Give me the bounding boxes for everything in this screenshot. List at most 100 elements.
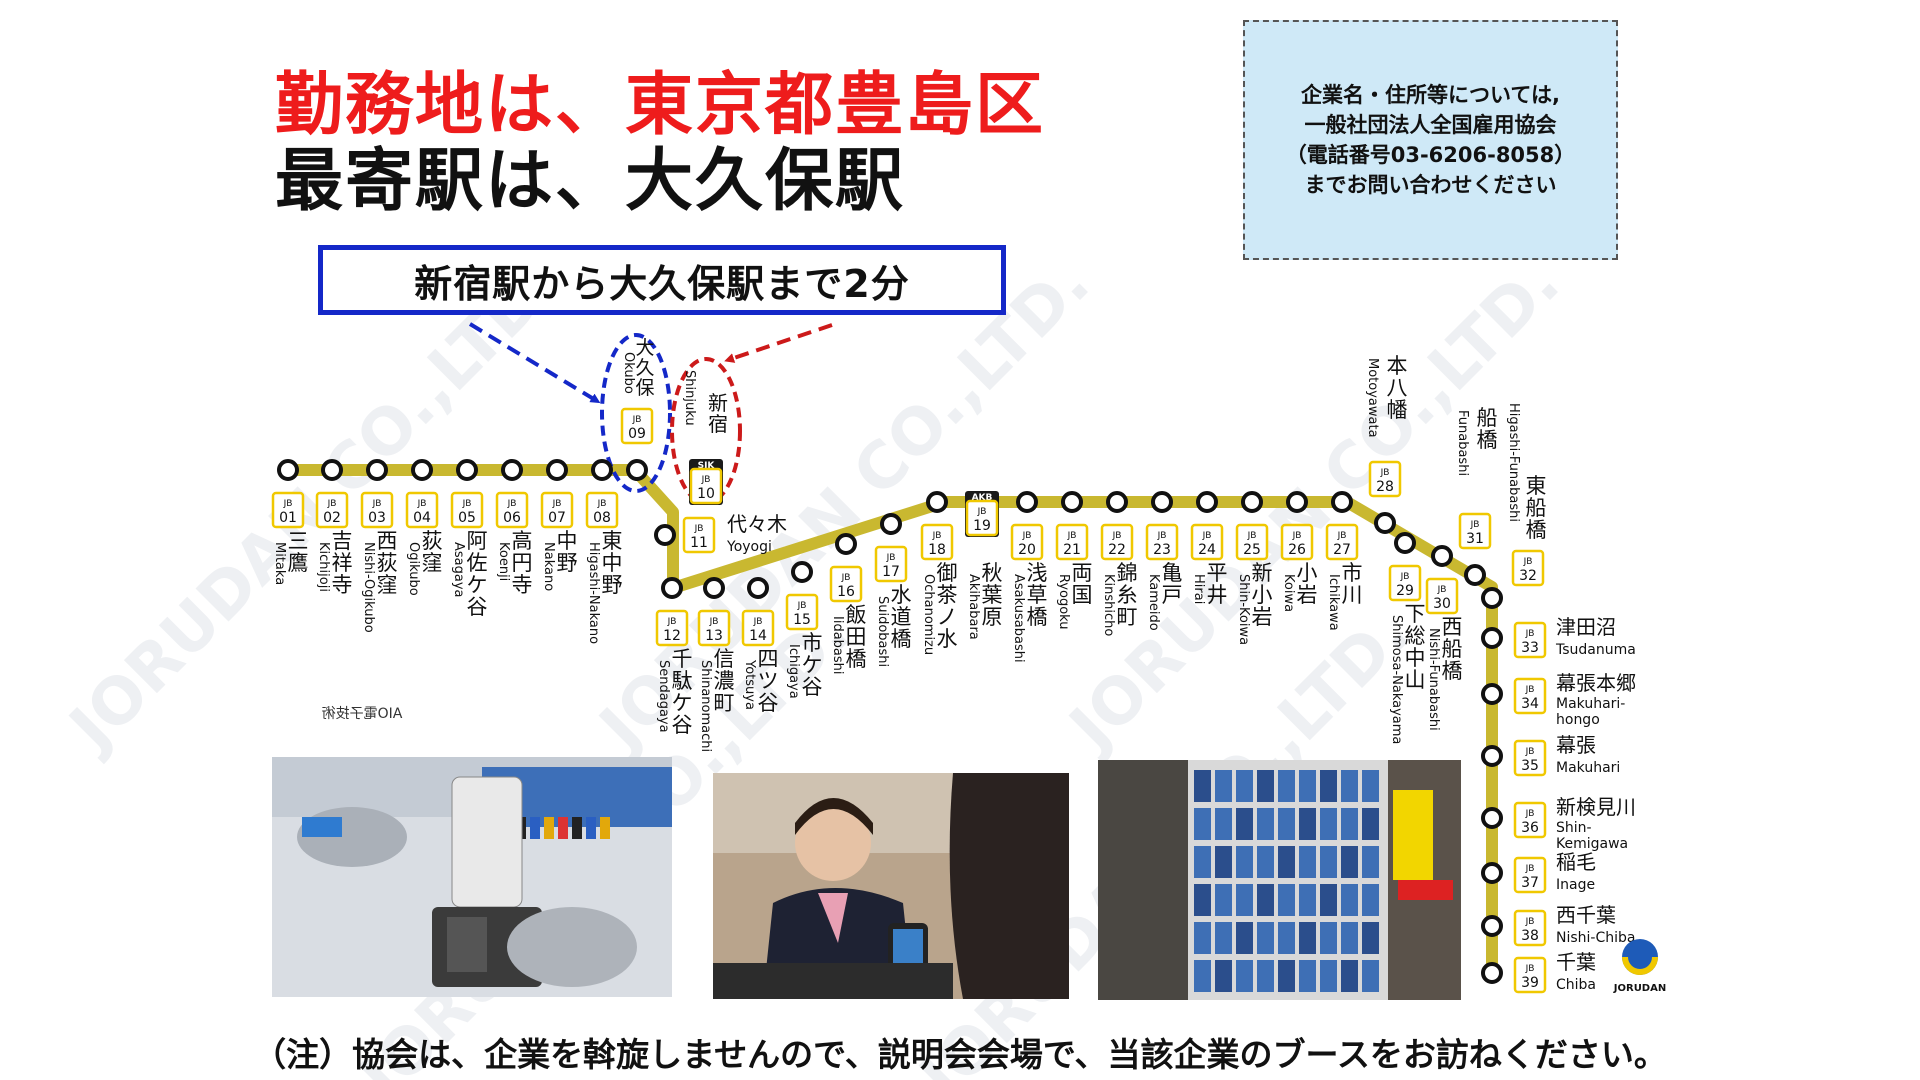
contact-info-box: 企業名・住所等については, 一般社団法人全国雇用協会 （電話番号03-6206-…: [1243, 20, 1618, 260]
phone-case-box: [1215, 922, 1232, 954]
phone-case-box: [1341, 846, 1358, 878]
station-number-badge: [450, 491, 484, 529]
station-number: 36: [1521, 820, 1539, 836]
photo-phone-cases-shelf: [1098, 760, 1461, 1000]
station-name-ja: 大久保: [635, 337, 654, 399]
line-code: JB: [694, 524, 704, 534]
station-dot: [1286, 491, 1308, 513]
station-name-ja: 錦糸町: [1117, 561, 1138, 629]
heading-nearest-station: 最寄駅は、大久保駅: [275, 142, 906, 221]
station-dot: [501, 459, 523, 481]
station-number: 31: [1466, 531, 1484, 547]
station-number: 34: [1521, 696, 1539, 712]
line-code: JB: [632, 415, 642, 425]
station-name-en: Kameido: [1146, 574, 1161, 631]
callout-arrow-red: [724, 323, 833, 363]
station-name-ja: 小岩: [1297, 561, 1318, 607]
line-code: JB: [1380, 468, 1390, 478]
station-name-en: Funabashi: [1455, 410, 1470, 476]
phone-case-box: [1236, 884, 1253, 916]
station-name-en: Kichijoji: [316, 542, 331, 592]
line-code: JB: [1202, 531, 1212, 541]
phone-case-box: [1341, 808, 1358, 840]
station-dot: [321, 459, 343, 481]
station-dot: [1061, 491, 1083, 513]
travel-time-callout: 新宿駅から大久保駅まで2分: [318, 245, 1006, 315]
station-dot: [1374, 512, 1396, 534]
station-number: 08: [593, 510, 611, 526]
station-dot: [1151, 491, 1173, 513]
phone-case-box: [1257, 846, 1274, 878]
jorudan-logo: JORUDAN: [1613, 939, 1666, 994]
station-number: 11: [690, 535, 708, 551]
station-number-badge: [1145, 523, 1179, 561]
station-name-ja: 西荻窪: [377, 529, 398, 597]
station-number: 35: [1521, 758, 1539, 774]
line-code: JB: [462, 499, 472, 509]
station-name-ja: 御茶ノ水: [937, 561, 958, 651]
station-number: 28: [1376, 479, 1394, 495]
contact-line-4: までお問い合わせください: [1304, 173, 1557, 197]
station-number: 19: [973, 518, 991, 534]
station-name-ja: 吉祥寺: [332, 529, 353, 597]
station-dot: [926, 491, 948, 513]
station-name-ja: 信濃町: [714, 647, 735, 715]
line-code: JB: [753, 617, 763, 627]
station-dot: [1481, 807, 1503, 829]
station-name-en: Ryogoku: [1056, 574, 1071, 630]
station-number: 39: [1521, 975, 1539, 991]
station-name-en: Ichikawa: [1326, 574, 1341, 631]
station-name-en: Inage: [1556, 877, 1595, 893]
phone-case-box: [1299, 884, 1316, 916]
station-name-en: Mitaka: [272, 542, 287, 585]
station-number-badge: [1513, 621, 1547, 659]
station-name-ja: 千駄ケ谷: [672, 647, 693, 737]
station-name-en: Yotsuya: [742, 659, 757, 710]
phone-case-box: [1278, 808, 1295, 840]
station-name-en: Nishi-Funabashi: [1426, 628, 1441, 731]
phone-case-box: [1236, 960, 1253, 992]
line-code: JB: [1525, 629, 1535, 639]
station-number: 18: [928, 542, 946, 558]
phone-case-box: [1215, 960, 1232, 992]
disclaimer-note: （注）協会は、企業を斡旋しませんので、説明会会場で、当該企業のブースをお訪ねくだ…: [253, 1035, 1667, 1074]
okubo-highlight-ellipse: [600, 333, 672, 493]
line-code: JB: [667, 617, 677, 627]
phone-case-box: [1215, 884, 1232, 916]
station-name-en-2: Kemigawa: [1556, 836, 1628, 852]
station-name-en: Shin-: [1556, 820, 1592, 836]
station-number-badge: [540, 491, 574, 529]
station-name-ja: 市川: [1342, 561, 1363, 607]
phone-case-box: [1320, 922, 1337, 954]
phone-case-box: [1341, 770, 1358, 802]
station-number-badge: [1511, 549, 1545, 587]
line-code: JB: [1470, 520, 1480, 530]
station-name-en: Makuhari-: [1556, 696, 1625, 712]
station-name-ja: 中野: [557, 529, 578, 575]
line-code: JB: [1112, 531, 1122, 541]
station-name-en: Ogikubo: [406, 542, 421, 596]
line-code: JB: [841, 573, 851, 583]
phone-case-box: [1320, 808, 1337, 840]
station-dot: [703, 577, 725, 599]
station-number-badge: [620, 407, 654, 445]
station-number: 20: [1018, 542, 1036, 558]
station-number-badge: [1513, 956, 1547, 994]
station-number-badge: [689, 467, 723, 505]
station-name-en: Iidabashi: [830, 616, 845, 675]
station-name-ja: 新検見川: [1556, 795, 1636, 819]
